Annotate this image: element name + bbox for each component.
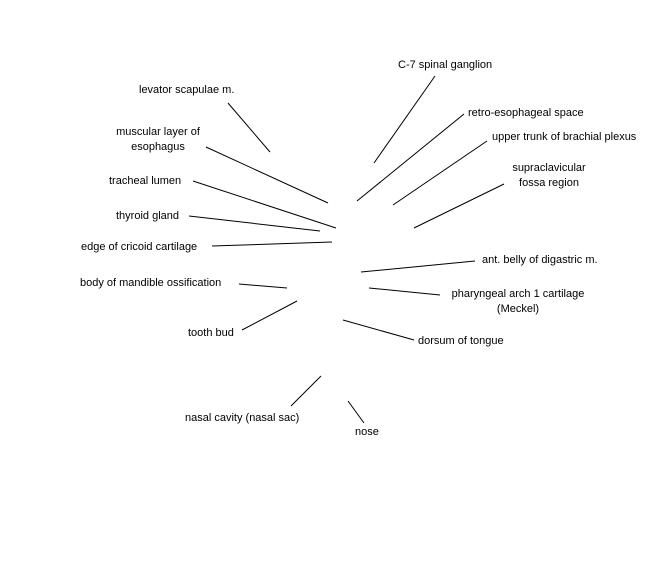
leader-upper-trunk-brachial-plexus <box>392 140 488 206</box>
label-nasal-cavity: nasal cavity (nasal sac) <box>185 412 300 424</box>
leader-pharyngeal-arch-1 <box>368 287 441 296</box>
leader-body-mandible <box>238 283 288 289</box>
leader-muscular-layer-esophagus <box>205 146 329 204</box>
leader-supraclavicular-fossa <box>413 183 505 229</box>
label-c7-spinal-ganglion: C-7 spinal ganglion <box>398 59 493 71</box>
label-edge-cricoid: edge of cricoid cartilage <box>81 241 198 253</box>
leader-retro-esophageal-space <box>356 113 465 202</box>
label-supraclavicular-fossa: supraclavicular fossa region <box>512 161 585 191</box>
leader-edge-cricoid <box>211 241 333 247</box>
label-supraclavicular-line2: fossa region <box>519 177 579 189</box>
label-ant-belly-digastric: ant. belly of digastric m. <box>482 254 598 266</box>
leader-thyroid-gland <box>188 215 321 232</box>
label-retro-esophageal-space: retro-esophageal space <box>468 107 584 119</box>
label-tracheal-lumen: tracheal lumen <box>109 175 182 187</box>
label-upper-trunk-brachial-plexus: upper trunk of brachial plexus <box>492 131 637 143</box>
leader-nasal-cavity <box>290 375 322 407</box>
label-pharyngeal-arch-line2: (Meckel) <box>496 303 540 315</box>
label-dorsum-tongue: dorsum of tongue <box>418 335 504 347</box>
leader-ant-belly-digastric <box>360 260 476 273</box>
label-pharyngeal-arch-line1: pharyngeal arch 1 cartilage <box>451 288 585 300</box>
leader-dorsum-tongue <box>342 319 415 341</box>
label-muscular-layer-esophagus-line2: esophagus <box>131 141 185 153</box>
label-supraclavicular-line1: supraclavicular <box>512 162 586 174</box>
label-tooth-bud: tooth bud <box>188 327 234 339</box>
leader-c7-spinal-ganglion <box>373 75 436 164</box>
label-nose: nose <box>355 426 379 438</box>
leader-tracheal-lumen <box>192 180 337 229</box>
leader-nose <box>347 400 365 424</box>
label-body-mandible: body of mandible ossification <box>80 277 222 289</box>
label-muscular-layer-esophagus-line1: muscular layer of <box>116 126 200 138</box>
label-muscular-layer-esophagus: muscular layer of esophagus <box>116 125 200 155</box>
leader-levator-scapulae <box>227 102 271 153</box>
label-pharyngeal-arch-1: pharyngeal arch 1 cartilage (Meckel) <box>452 287 585 317</box>
leader-tooth-bud <box>241 300 298 331</box>
label-thyroid-gland: thyroid gland <box>116 210 179 222</box>
label-levator-scapulae: levator scapulae m. <box>139 84 235 96</box>
